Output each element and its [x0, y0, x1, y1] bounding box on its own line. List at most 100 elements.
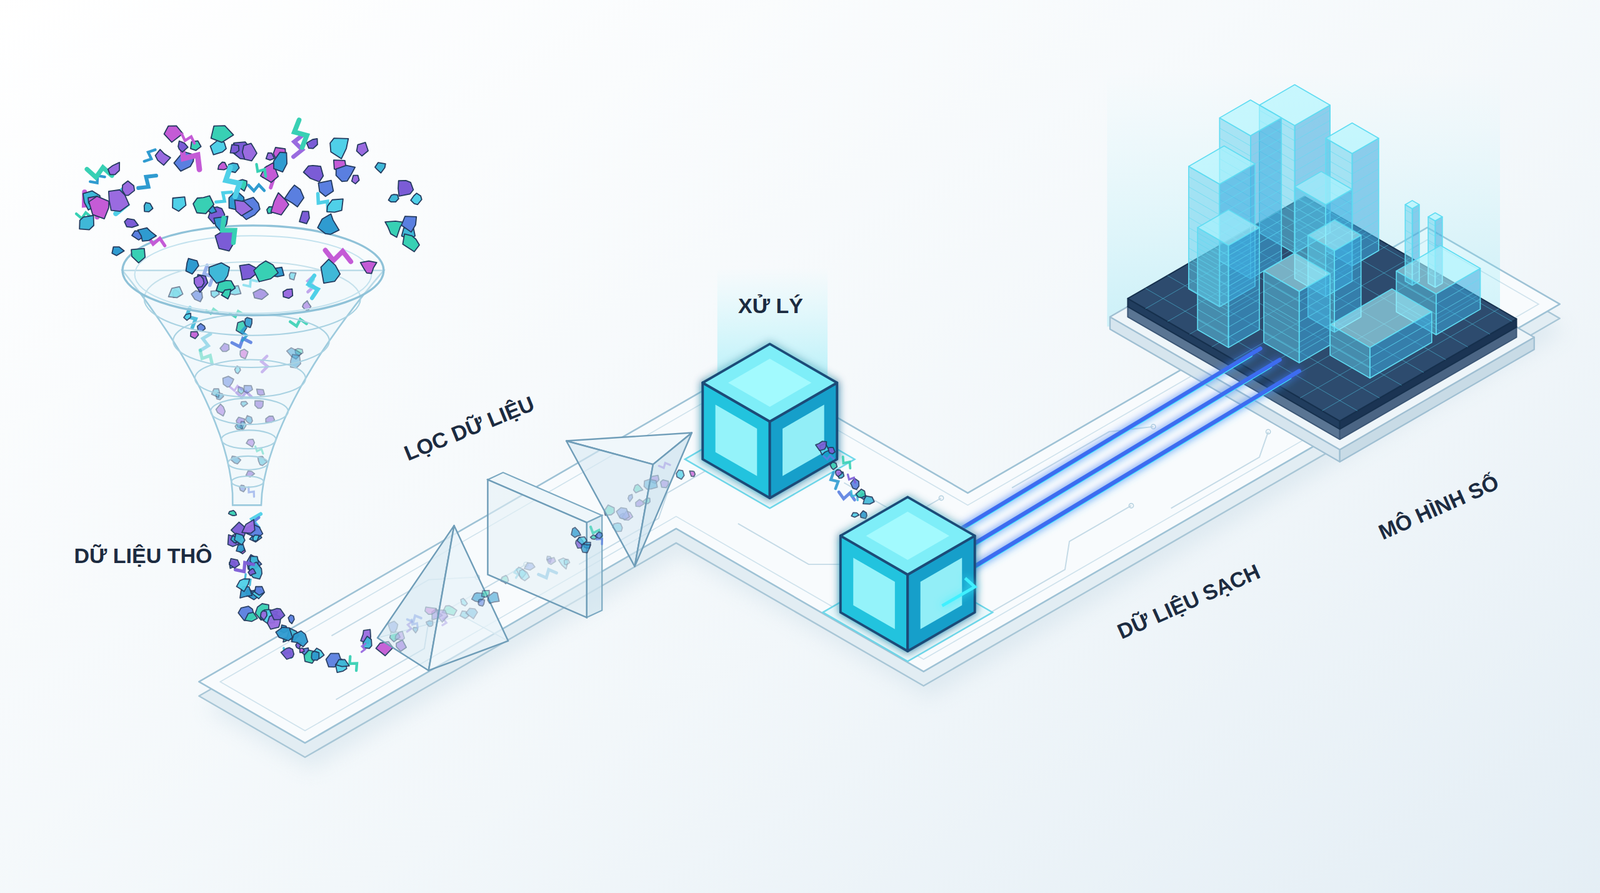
- data-fragment: [356, 142, 369, 157]
- floor-line: [1428, 232, 1443, 237]
- building: [1197, 210, 1260, 348]
- data-fragment: [288, 615, 295, 624]
- data-fragment: [830, 461, 837, 470]
- floor-line: [1219, 128, 1282, 147]
- data-fragment: [335, 659, 349, 667]
- data-fragment: [299, 211, 310, 224]
- data-fragment: [210, 140, 226, 155]
- data-fragment: [320, 259, 340, 284]
- floor-line: [1263, 281, 1330, 302]
- data-fragment: [306, 138, 318, 149]
- funnel-ring: [228, 456, 269, 470]
- floor-line: [1188, 194, 1255, 215]
- data-fragment: [843, 456, 851, 469]
- funnel: [122, 225, 384, 505]
- data-fragment: [164, 125, 184, 142]
- data-fragment: [230, 144, 239, 153]
- data-fragment: [242, 143, 257, 161]
- data-fragment: [823, 455, 834, 460]
- floor-line: [1295, 207, 1353, 226]
- data-fragment: [311, 651, 319, 660]
- cube-glow-panel: [920, 558, 963, 630]
- data-fragment: [221, 289, 231, 300]
- processing-cube: [702, 343, 837, 499]
- data-fragment: [248, 568, 256, 576]
- data-fragment: [349, 656, 357, 671]
- data-fragment: [410, 193, 422, 205]
- data-fragment: [211, 125, 234, 143]
- floor-line: [1263, 291, 1330, 312]
- data-fragment: [326, 198, 344, 212]
- data-fragment: [218, 162, 228, 170]
- data-fragment: [676, 470, 685, 480]
- data-fragment: [155, 149, 170, 165]
- floor-line: [1405, 250, 1420, 255]
- floor-line: [1325, 158, 1379, 174]
- data-beam: [965, 371, 1299, 573]
- cube-glow-panel: [782, 405, 825, 477]
- cube-glow-panel: [715, 405, 758, 477]
- data-stream: [228, 510, 407, 673]
- data-fragment: [79, 215, 94, 230]
- box-face-top: [1405, 200, 1420, 209]
- data-fragment: [336, 165, 356, 182]
- floor-line: [1295, 196, 1353, 215]
- box-face-top: [1428, 213, 1443, 222]
- data-fragment: [183, 313, 191, 320]
- data-fragment: [245, 415, 253, 425]
- data-fragment: [300, 648, 305, 653]
- data-fragment: [216, 404, 226, 417]
- data-fragment: [193, 195, 214, 214]
- data-fragment: [124, 218, 139, 228]
- box-face-top: [1197, 210, 1260, 246]
- glass-side: [586, 515, 602, 618]
- floor-line: [1197, 248, 1260, 267]
- building: [1330, 288, 1432, 379]
- box-face-top: [1325, 123, 1379, 154]
- data-fragment: [234, 533, 245, 545]
- floor-line: [1197, 288, 1260, 307]
- data-fragment: [243, 385, 253, 394]
- data-fragment: [291, 631, 308, 647]
- data-fragment: [388, 194, 399, 202]
- platform-top: [198, 227, 1560, 744]
- data-fragment: [241, 519, 255, 534]
- data-fragment: [236, 543, 245, 552]
- floor-line: [1197, 309, 1260, 328]
- data-fragment: [220, 343, 229, 352]
- floor-line: [1330, 321, 1432, 358]
- stage-label: LỌC DỮ LIỆU: [401, 391, 539, 465]
- clean-data-cube: [840, 496, 975, 652]
- floor-line: [1405, 210, 1420, 215]
- filters: [377, 432, 706, 671]
- stage-label: MÔ HÌNH SỐ: [1375, 470, 1502, 545]
- data-fragment: [215, 230, 234, 252]
- data-fragment: [260, 610, 267, 620]
- data-fragment: [255, 586, 265, 596]
- floor-line: [1197, 268, 1260, 287]
- data-fragment: [178, 141, 189, 153]
- box-face-top: [1330, 288, 1432, 348]
- data-fragment: [273, 152, 287, 173]
- cube-glow-panel: [728, 358, 812, 407]
- data-fragment: [385, 221, 404, 238]
- data-fragment: [256, 389, 265, 396]
- circuit-pad: [938, 495, 944, 500]
- building: [1263, 253, 1330, 364]
- box-face-top: [1219, 100, 1282, 136]
- data-fragment: [402, 233, 420, 252]
- box-face-top: [1396, 245, 1480, 295]
- data-fragment: [270, 608, 285, 620]
- data-fragment: [283, 288, 293, 299]
- data-fragment: [190, 140, 202, 150]
- beam-exit: [941, 578, 975, 606]
- floor-line: [1405, 220, 1420, 225]
- data-fragment: [363, 636, 372, 649]
- data-fragment: [190, 331, 199, 339]
- data-fragment: [230, 386, 242, 392]
- floor-line: [1188, 173, 1255, 195]
- data-fragment: [275, 627, 293, 642]
- floor-line: [1330, 332, 1432, 369]
